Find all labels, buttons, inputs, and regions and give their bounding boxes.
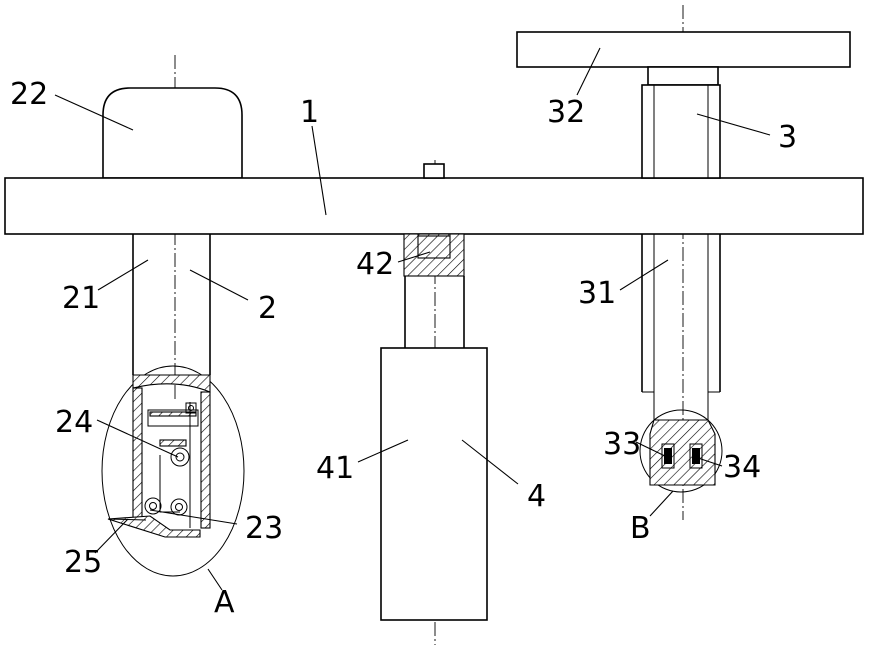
label-1: 1 [300, 95, 319, 130]
label-33: 33 [603, 427, 641, 462]
label-24: 24 [55, 405, 93, 440]
label-41: 41 [316, 451, 354, 486]
center-knob [424, 164, 444, 178]
label-a: A [214, 585, 235, 620]
part-22-block [103, 88, 242, 178]
label-2: 2 [258, 291, 277, 326]
detail-a [102, 366, 244, 576]
part-42-bushing [404, 234, 464, 276]
label-23: 23 [245, 511, 283, 546]
label-31: 31 [578, 276, 616, 311]
part-2-tube [133, 234, 210, 375]
label-4: 4 [527, 479, 546, 514]
part-4-shaft [405, 276, 464, 348]
label-b: B [630, 511, 651, 546]
part-41-cylinder [381, 348, 487, 620]
label-21: 21 [62, 281, 100, 316]
detail-b [640, 410, 722, 492]
label-25: 25 [64, 545, 102, 580]
label-42: 42 [356, 247, 394, 282]
label-34: 34 [723, 450, 761, 485]
label-22: 22 [10, 77, 48, 112]
part-32-neck [648, 67, 718, 85]
part-32-top-plate [517, 32, 850, 67]
label-32: 32 [547, 95, 585, 130]
part-3-column [642, 85, 720, 420]
part-1-plate [5, 178, 863, 234]
label-3: 3 [778, 120, 797, 155]
